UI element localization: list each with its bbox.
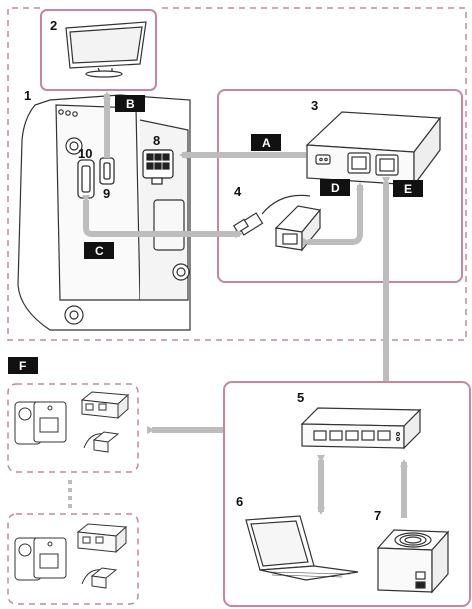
arrow-C <box>82 195 243 238</box>
callout-6: 6 <box>236 494 243 509</box>
arrow-D <box>303 182 364 246</box>
callout-4: 4 <box>234 184 242 199</box>
callout-10: 10 <box>78 146 92 161</box>
tag-D: D <box>331 181 340 195</box>
tag-A: A <box>262 136 271 150</box>
tag-B-box <box>115 95 145 112</box>
tag-B: B <box>126 97 135 111</box>
camera-system-frame <box>7 7 467 341</box>
callout-7: 7 <box>374 508 381 523</box>
callout-8: 8 <box>153 133 160 148</box>
tag-E-box <box>393 180 423 197</box>
callout-9: 9 <box>103 186 110 201</box>
connector-icon <box>142 149 174 185</box>
callout-1: 1 <box>24 88 31 103</box>
network-port-icon <box>77 159 95 199</box>
tag-C: C <box>95 244 104 258</box>
camera-set-2-icons <box>14 523 128 589</box>
sdi-port-icon <box>99 157 115 185</box>
tag-D-box <box>320 179 350 196</box>
callout-2: 2 <box>50 18 57 33</box>
switching-hub-icon <box>300 407 422 450</box>
laptop-icon <box>245 515 359 581</box>
callout-3: 3 <box>311 98 318 113</box>
power-supply-icon <box>376 529 450 594</box>
tag-A-box <box>251 134 281 151</box>
camera-set-1-icons <box>14 391 130 453</box>
tag-E: E <box>404 182 412 196</box>
other-camera-set-2-frame <box>7 513 139 605</box>
monitor-icon <box>65 21 147 78</box>
other-camera-set-1-frame <box>7 383 139 473</box>
callout-5: 5 <box>297 390 304 405</box>
tag-F: F <box>19 359 26 373</box>
tag-F-box <box>8 357 38 374</box>
tag-C-box <box>84 242 114 259</box>
